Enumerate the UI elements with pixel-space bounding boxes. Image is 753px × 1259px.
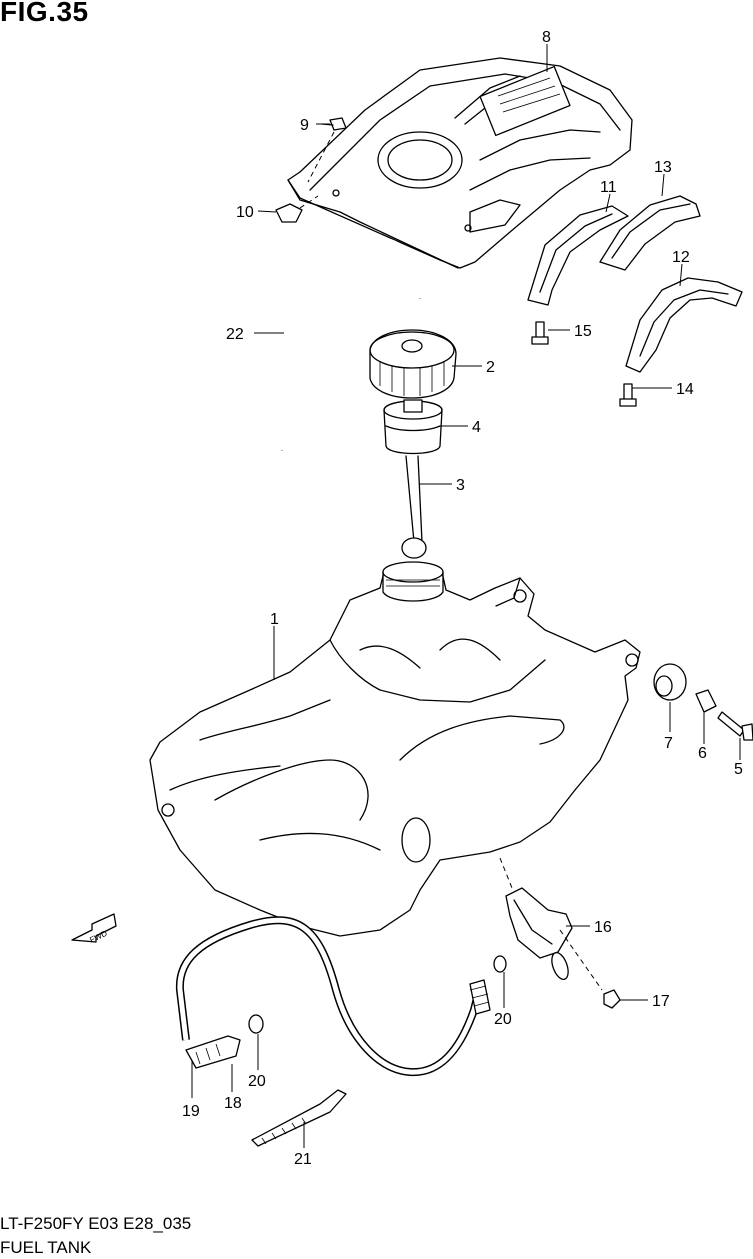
part-18-hose-fitting	[185, 1035, 241, 1069]
part-13-bracket	[599, 195, 701, 271]
callout-7: 7	[664, 735, 673, 752]
callout-16: 16	[594, 919, 612, 936]
callout-13: 13	[654, 159, 672, 176]
part-20-hose-end-right	[469, 979, 491, 1015]
part-5-bolt	[717, 711, 753, 741]
callout-labels: 1 2 3 4 5 6 7 8 9 10 11 12 13 14 15 16 1…	[182, 29, 743, 1168]
callout-9: 9	[300, 117, 309, 134]
callout-6: 6	[698, 745, 707, 762]
callout-1: 1	[270, 611, 279, 628]
part-1-fuel-tank	[149, 561, 641, 937]
part-21-hose-tie	[251, 1089, 347, 1147]
callout-18: 18	[224, 1095, 242, 1112]
callout-20-right: 20	[494, 1011, 512, 1028]
callout-17: 17	[652, 993, 670, 1010]
part-11-bracket	[527, 205, 629, 306]
part-15-bolt	[531, 321, 549, 345]
figure-name: FUEL TANK	[0, 1238, 92, 1257]
callout-22: 22	[226, 326, 244, 343]
part-3-fuel-gauge-rod	[401, 455, 427, 559]
callout-15: 15	[574, 323, 592, 340]
part-10-nut	[275, 195, 319, 223]
callout-19: 19	[182, 1103, 200, 1120]
callout-2: 2	[486, 359, 495, 376]
part-22-breather-hose	[279, 236, 423, 451]
callout-3: 3	[456, 477, 465, 494]
leader-lines	[191, 44, 741, 1148]
part-6-collar	[695, 689, 717, 713]
callout-4: 4	[472, 419, 481, 436]
part-12-bracket	[625, 277, 743, 373]
callout-11: 11	[600, 179, 617, 196]
part-2-fuel-cap	[369, 329, 457, 399]
callout-5: 5	[734, 761, 743, 778]
fwd-arrow-icon: FWD	[71, 913, 117, 945]
part-17-screw	[603, 989, 621, 1009]
part-16-fuel-valve	[499, 857, 603, 991]
callout-12: 12	[672, 249, 690, 266]
part-20-clamp-right	[493, 955, 507, 973]
figure-title: FIG.35	[0, 0, 89, 27]
part-8-tank-cover	[287, 57, 633, 269]
callout-20-left: 20	[248, 1073, 266, 1090]
fuel-hose	[175, 916, 484, 1077]
callout-14: 14	[676, 381, 694, 398]
callout-8: 8	[542, 29, 551, 46]
callout-10: 10	[236, 204, 254, 221]
part-20-clamp-left	[248, 1014, 264, 1034]
part-14-bolt	[619, 383, 637, 407]
part-4-cap-gasket	[383, 399, 443, 455]
part-7-grommet	[653, 663, 687, 701]
figure-code: LT-F250FY E03 E28_035	[0, 1214, 192, 1233]
callout-21: 21	[294, 1151, 312, 1168]
